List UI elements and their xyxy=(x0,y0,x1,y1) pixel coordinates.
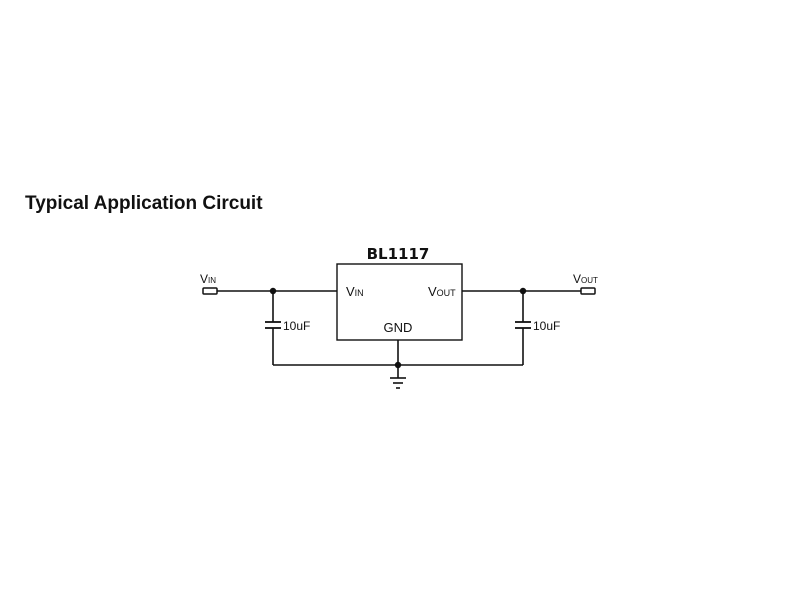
pin-vout-main: V xyxy=(428,284,437,299)
input-term-sub: IN xyxy=(208,276,216,285)
pin-label-vin: VIN xyxy=(346,284,364,299)
pin-vin-sub: IN xyxy=(355,288,364,298)
ground-icon xyxy=(390,377,406,389)
output-term-sub: OUT xyxy=(581,276,598,285)
output-cap-value: 10uF xyxy=(533,319,560,333)
output-terminal xyxy=(580,287,596,295)
pin-vout-sub: OUT xyxy=(437,288,457,298)
pin-vin-main: V xyxy=(346,284,355,299)
section-title: Typical Application Circuit xyxy=(25,193,263,214)
input-cap-value: 10uF xyxy=(283,319,310,333)
regulator-body xyxy=(336,263,463,341)
pin-label-gnd: GND xyxy=(384,320,413,335)
pin-label-vout: VOUT xyxy=(428,284,456,299)
part-number: BL1117 xyxy=(367,245,430,263)
output-terminal-label: VOUT xyxy=(573,272,598,286)
input-term-main: V xyxy=(200,272,208,286)
input-terminal xyxy=(202,287,218,295)
output-term-main: V xyxy=(573,272,581,286)
input-terminal-label: VIN xyxy=(200,272,216,286)
